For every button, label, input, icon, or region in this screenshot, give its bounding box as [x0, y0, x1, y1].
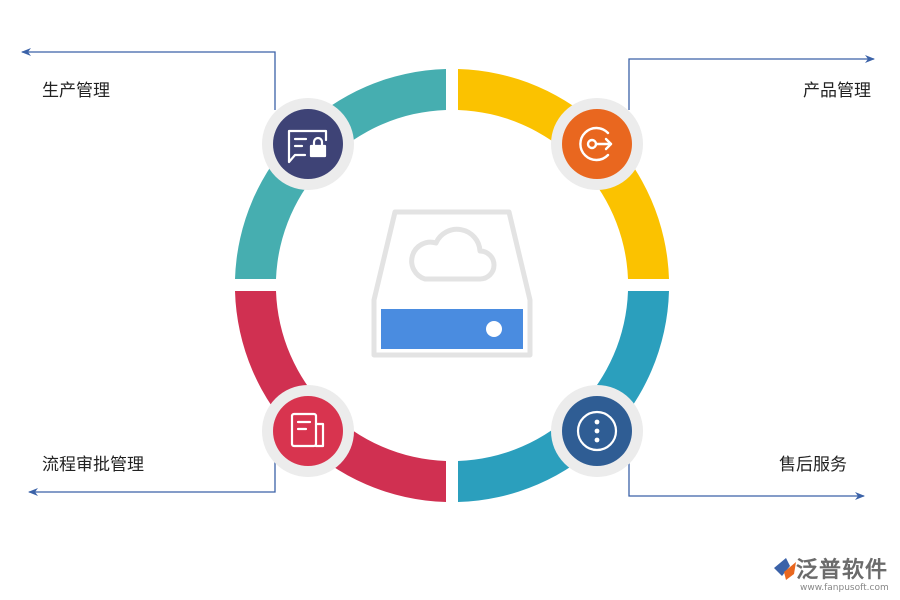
- key-arrow-icon: [579, 126, 613, 162]
- more-dots-icon: [576, 410, 618, 452]
- document-icon: [290, 412, 325, 448]
- brand-url: www.fanpusoft.com: [800, 583, 889, 593]
- icon-badge-top-right: [551, 98, 643, 190]
- message-lock-icon: [287, 129, 328, 164]
- brand-watermark: 泛普软件 www.fanpusoft.com: [770, 552, 892, 598]
- icon-circle: [273, 396, 343, 466]
- module-label-product: 产品管理: [803, 81, 871, 101]
- storage-led: [486, 321, 502, 337]
- cloud-shape: [409, 226, 497, 282]
- icon-badge-bottom-left: [262, 385, 354, 477]
- connector-bottom-right: [628, 462, 865, 500]
- icon-circle: [273, 109, 343, 179]
- connector-top-right: [628, 55, 875, 110]
- connectors: [21, 48, 875, 500]
- cloud-storage-icon: [371, 209, 533, 358]
- module-label-production: 生产管理: [42, 81, 110, 101]
- icon-badge-top-left: [262, 98, 354, 190]
- brand-name: 泛普软件: [796, 558, 889, 583]
- connector-bottom-left: [28, 462, 276, 496]
- module-label-after-sales: 售后服务: [779, 455, 847, 475]
- icon-badge-bottom-right: [551, 385, 643, 477]
- connector-top-left: [21, 48, 276, 110]
- module-label-approval-process: 流程审批管理: [42, 455, 144, 475]
- brand-logo-icon: [774, 558, 796, 580]
